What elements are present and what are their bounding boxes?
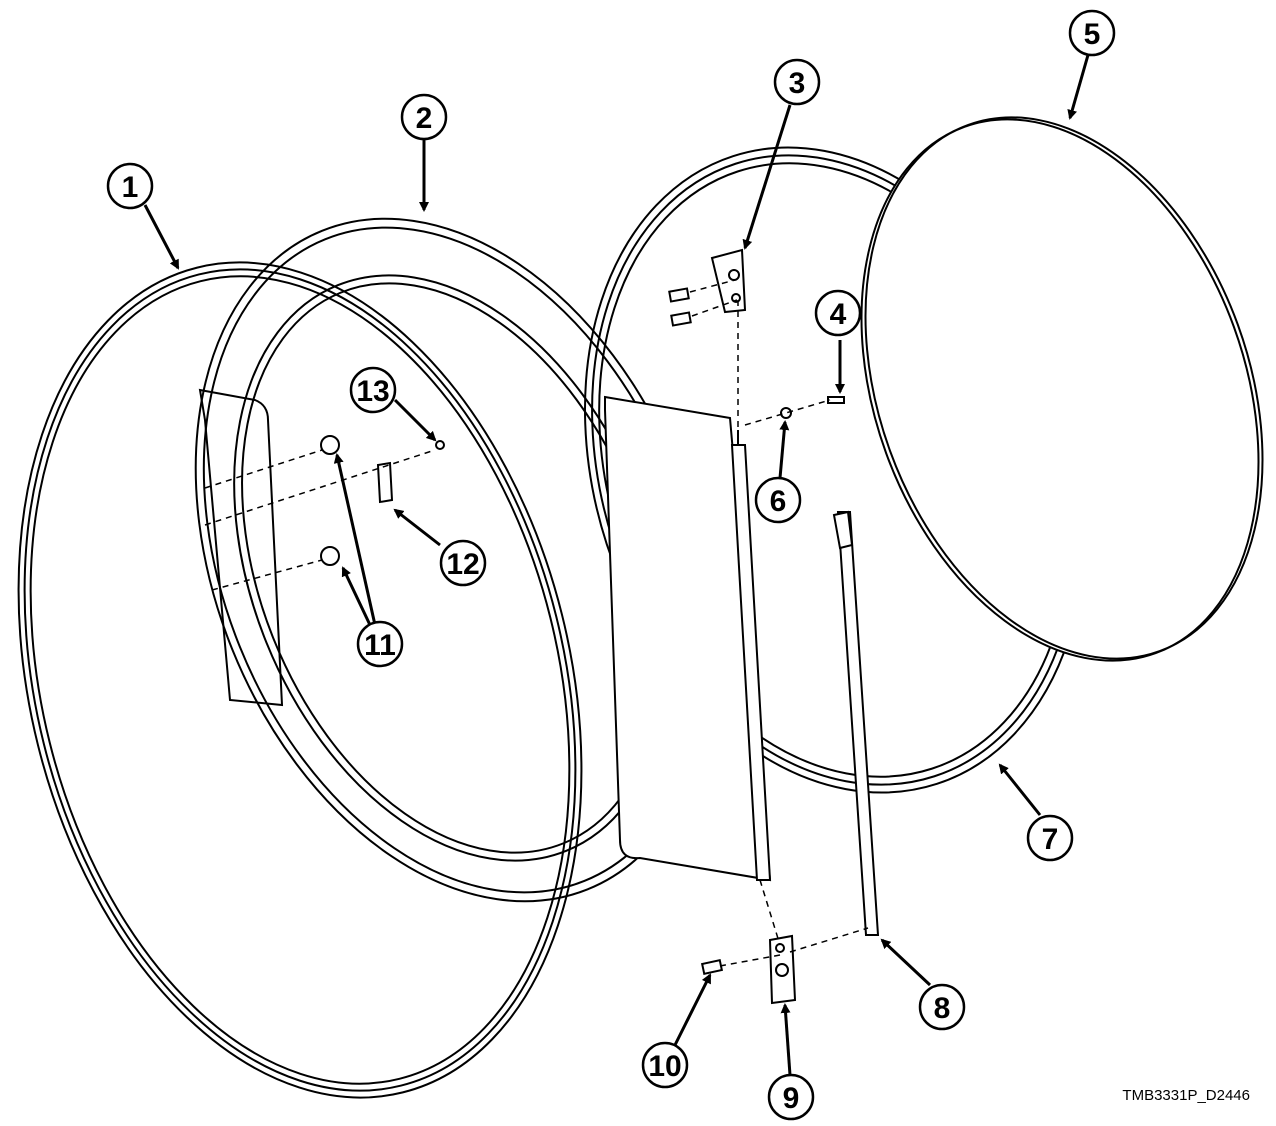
door-catch-rod: [832, 510, 880, 936]
callout-9-label: 9: [783, 1082, 800, 1115]
callout-6-label: 6: [770, 485, 787, 518]
callout-12: 12: [439, 539, 487, 587]
callout-7-label: 7: [1042, 823, 1059, 856]
callout-5-label: 5: [1084, 18, 1101, 51]
callout-9: 9: [767, 1073, 815, 1121]
callout-4-label: 4: [830, 298, 847, 331]
hinge-mount-plate: [604, 395, 772, 882]
callout-3: 3: [773, 58, 821, 106]
hinge-rod: [730, 430, 772, 881]
callout-1-label: 1: [122, 171, 139, 204]
drawing-id: TMB3331P_D2446: [1122, 1087, 1250, 1104]
outer-trim-ring: [17, 261, 583, 1099]
leader-arrows: [143, 47, 1092, 1076]
assembly-lines: [204, 279, 869, 967]
callout-1: 1: [106, 162, 154, 210]
callout-2-label: 2: [416, 102, 433, 135]
top-hinge-bracket: [710, 248, 747, 314]
door-glass: [860, 116, 1264, 662]
callout-13-label: 13: [356, 375, 389, 408]
callout-13: 13: [349, 366, 397, 414]
callout-10-label: 10: [648, 1050, 681, 1083]
inner-hinge-plate: [198, 388, 284, 707]
callout-3-label: 3: [789, 67, 806, 100]
callout-10: 10: [641, 1041, 689, 1089]
callout-11: 11: [356, 620, 404, 668]
callout-2: 2: [400, 93, 448, 141]
callout-5: 5: [1068, 9, 1116, 57]
callout-7: 7: [1026, 814, 1074, 862]
callout-11-label: 11: [364, 629, 396, 662]
callout-6: 6: [754, 476, 802, 524]
callout-8-label: 8: [934, 992, 951, 1025]
bottom-hinge-bracket: [768, 934, 797, 1005]
callout-4: 4: [814, 289, 862, 337]
callout-12-label: 12: [446, 548, 479, 581]
callout-8: 8: [918, 983, 966, 1031]
screws: [320, 287, 845, 975]
